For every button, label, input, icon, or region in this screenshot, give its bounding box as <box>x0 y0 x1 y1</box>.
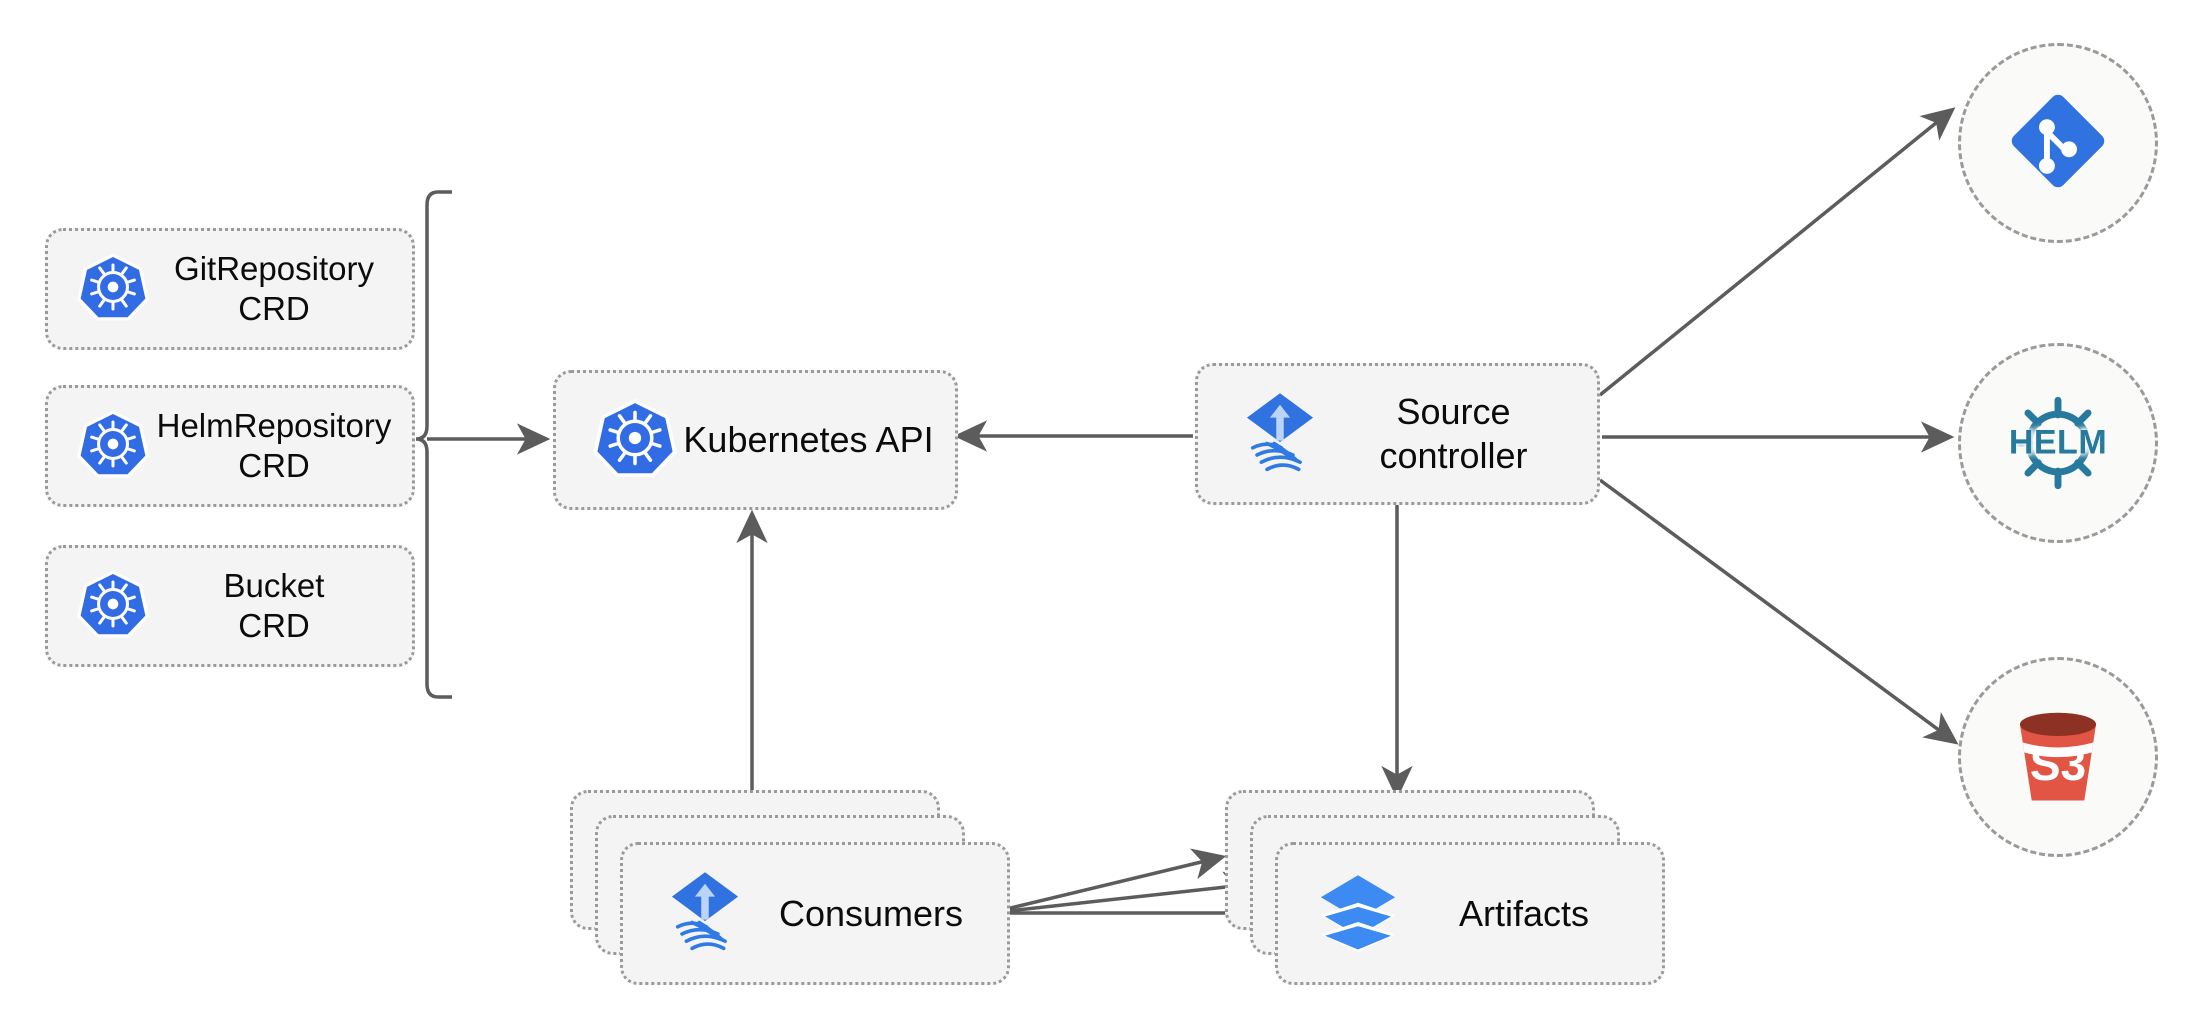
node-label-kubernetes-api: Kubernetes API <box>683 419 934 461</box>
crd-label-bucket: Bucket CRD <box>223 566 325 644</box>
git-icon <box>1999 82 2117 205</box>
node-consumers-stack: Consumers <box>570 790 1010 985</box>
edge-source-controller-to-s3 <box>1598 478 1959 745</box>
node-label-consumers: Consumers <box>778 892 964 934</box>
edge-consumers-to-artifacts-1 <box>989 848 1227 915</box>
edge-source-controller-to-git <box>1598 107 1956 397</box>
crd-label-gitrepository: GitRepository CRD <box>174 249 374 327</box>
crd-card-bucket[interactable]: Bucket CRD <box>45 545 415 667</box>
node-label-source-controller: Source controller <box>1379 391 1528 476</box>
node-artifacts[interactable]: Artifacts <box>1275 842 1665 985</box>
source-circle-helm[interactable]: HELM <box>1958 343 2158 543</box>
s3-icon: S3 <box>2000 699 2116 815</box>
crd-group-brace <box>415 190 452 699</box>
kubernetes-icon <box>592 395 678 486</box>
node-label-artifacts: Artifacts <box>1458 892 1590 934</box>
source-circle-s3[interactable]: S3 <box>1958 657 2158 857</box>
helm-wordmark: HELM <box>2008 423 2108 462</box>
crd-label-helmrepository: HelmRepository CRD <box>156 406 392 484</box>
crd-card-gitrepository[interactable]: GitRepository CRD <box>45 228 415 350</box>
kubernetes-icon <box>76 567 150 646</box>
layers-icon <box>1314 867 1402 960</box>
node-consumers[interactable]: Consumers <box>620 842 1010 985</box>
node-source-controller[interactable]: Source controller <box>1195 363 1600 505</box>
source-circle-git[interactable] <box>1958 43 2158 243</box>
node-kubernetes-api[interactable]: Kubernetes API <box>553 370 958 510</box>
s3-wordmark: S3 <box>2029 737 2087 790</box>
node-artifacts-stack: Artifacts <box>1225 790 1665 985</box>
crd-card-helmrepository[interactable]: HelmRepository CRD <box>45 385 415 507</box>
flux-icon <box>659 865 751 962</box>
kubernetes-icon <box>76 250 150 329</box>
helm-icon: HELM <box>1993 378 2123 508</box>
flux-icon <box>1234 386 1326 483</box>
kubernetes-icon <box>76 407 150 486</box>
edge-consumers-to-artifacts-2 <box>989 871 1258 915</box>
